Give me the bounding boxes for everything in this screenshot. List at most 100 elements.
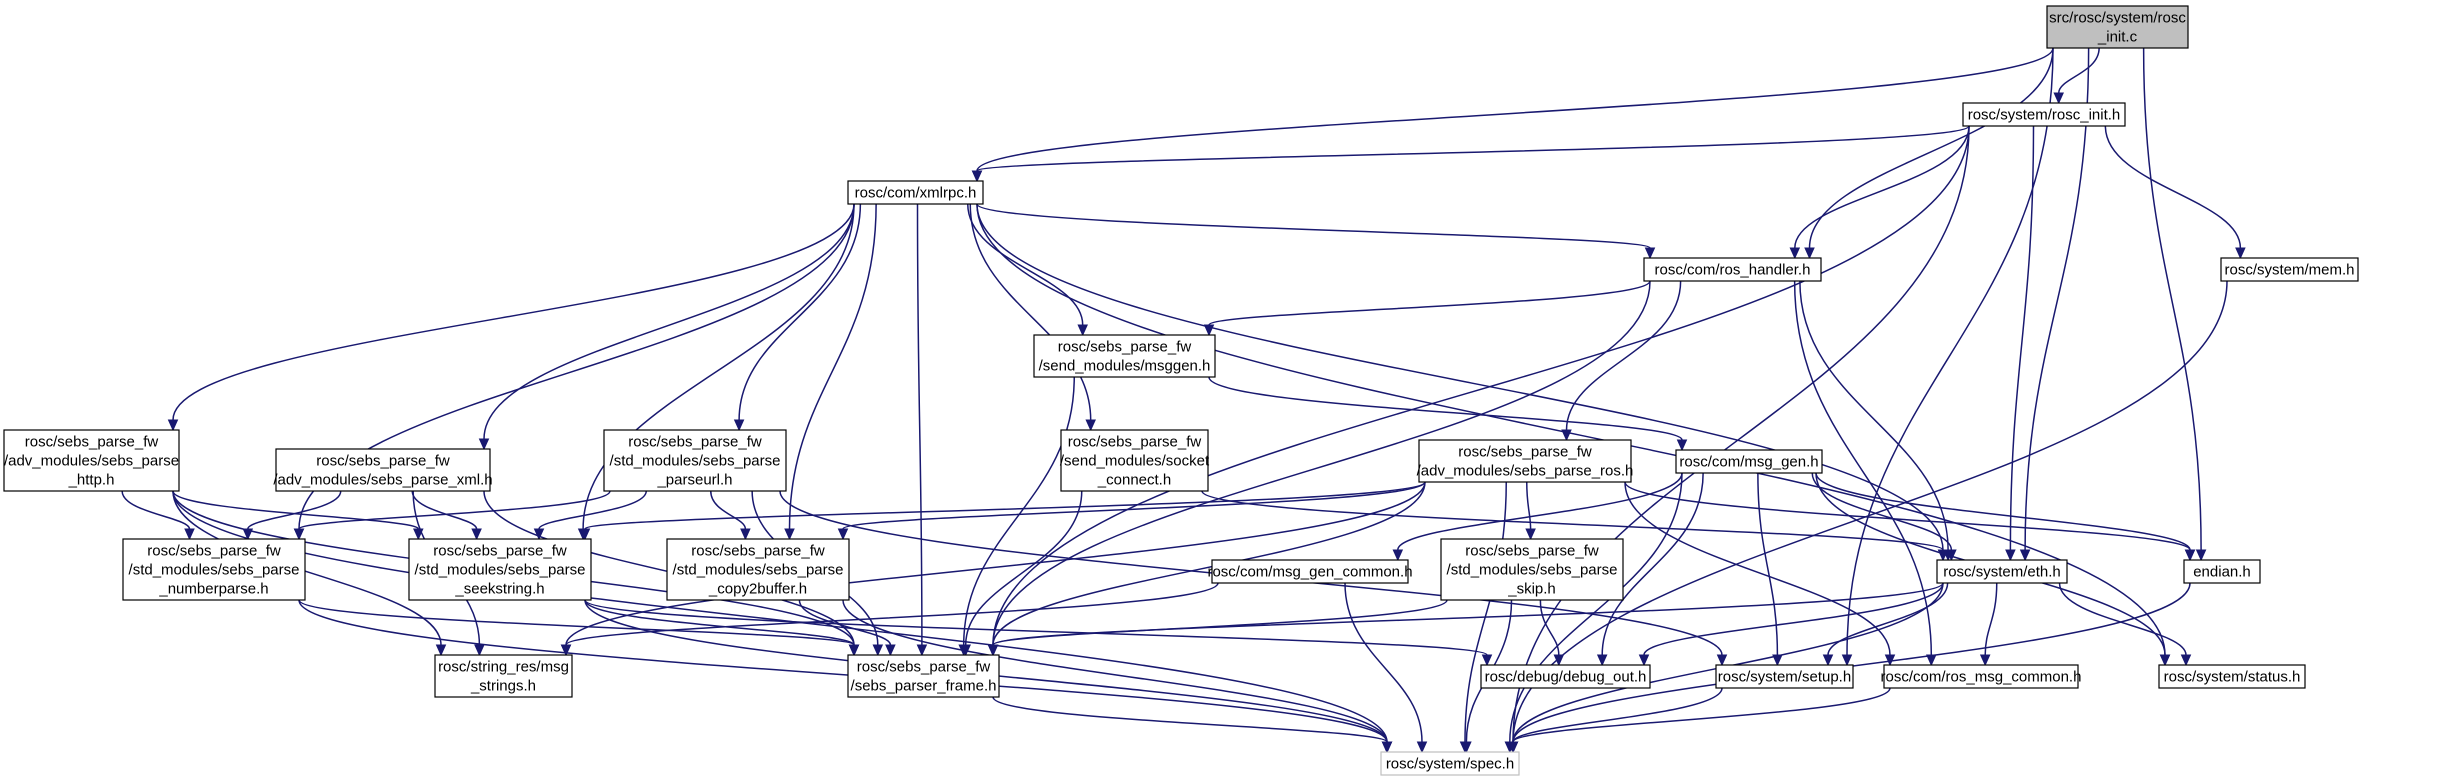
file-node-numberparse[interactable]: rosc/sebs_parse_fw/std_modules/sebs_pars… <box>122 538 306 601</box>
edge-line <box>1846 47 2054 656</box>
file-node-rosc-init[interactable]: rosc/system/rosc_init.h <box>1962 102 2126 127</box>
file-node-socket[interactable]: rosc/sebs_parse_fw/send_modules/socket_c… <box>1060 429 1210 492</box>
edge-arrowhead <box>2005 549 2016 562</box>
node-label: /std_modules/sebs_parse <box>415 562 586 579</box>
edge-line <box>976 203 1944 551</box>
edge-line <box>2057 47 2100 94</box>
file-node-copy2buffer[interactable]: rosc/sebs_parse_fw/std_modules/sebs_pars… <box>666 538 850 601</box>
node-box <box>1643 257 1822 282</box>
node-label: rosc/debug/debug_out.h <box>1485 669 1647 686</box>
node-label: rosc/sebs_parse_fw <box>857 659 991 676</box>
file-node-parse-ros[interactable]: rosc/sebs_parse_fw/adv_modules/sebs_pars… <box>1417 439 1634 483</box>
file-node-eth[interactable]: rosc/system/eth.h <box>1936 559 2068 584</box>
node-box <box>1418 439 1632 483</box>
edge-parseurl-to-numberparse <box>293 490 611 541</box>
file-node-endian[interactable]: endian.h <box>2183 559 2261 584</box>
node-label: _strings.h <box>470 678 536 695</box>
node-box <box>1936 559 2068 584</box>
edge-root-to-eth <box>2019 47 2090 562</box>
edge-http-to-numberparse <box>121 490 195 541</box>
node-box <box>122 538 306 601</box>
edge-arrowhead <box>2195 549 2207 562</box>
file-node-msggen[interactable]: rosc/sebs_parse_fw/send_modules/msggen.h <box>1033 334 1216 378</box>
node-label: rosc/system/spec.h <box>1386 756 1514 773</box>
file-node-xmlrpc[interactable]: rosc/com/xmlrpc.h <box>847 180 984 205</box>
file-node-msg-strings[interactable]: rosc/string_res/msg_strings.h <box>434 654 573 698</box>
file-node-status[interactable]: rosc/system/status.h <box>2158 664 2306 689</box>
edge-line <box>2024 47 2090 551</box>
file-node-setup[interactable]: rosc/system/setup.h <box>1715 664 1854 689</box>
edge-arrowhead <box>848 644 860 657</box>
edge-arrowhead <box>837 528 849 541</box>
node-label: rosc/sebs_parse_fw <box>147 543 281 560</box>
edge-line <box>1539 599 1560 656</box>
edge-line <box>1344 582 1423 743</box>
file-node-skip[interactable]: rosc/sebs_parse_fw/std_modules/sebs_pars… <box>1440 538 1624 601</box>
edge-arrowhead <box>1507 741 1519 754</box>
edge-msggen-to-msg-gen <box>1208 376 1688 452</box>
edge-msg-gen-to-setup <box>1757 472 1783 667</box>
edge-line <box>121 490 191 530</box>
file-node-msg-gen-common[interactable]: rosc/com/msg_gen_common.h <box>1207 559 1413 584</box>
node-label: /adv_modules/sebs_parse_ros.h <box>1417 463 1634 480</box>
edge-msg-gen-to-debug-out <box>1596 472 1704 667</box>
edge-line <box>1512 280 2228 743</box>
file-node-spec[interactable]: rosc/system/spec.h <box>1380 751 1520 776</box>
file-node-parser-frame[interactable]: rosc/sebs_parse_fw/sebs_parser_frame.h <box>847 654 1000 698</box>
edge-ros-handler-to-parse-ros <box>1561 280 1682 442</box>
edge-line <box>1643 582 1944 656</box>
edge-line <box>584 599 855 646</box>
edge-arrowhead <box>1884 654 1896 667</box>
node-label: /adv_modules/sebs_parse <box>4 453 179 470</box>
edge-line <box>969 203 1092 421</box>
file-node-mem[interactable]: rosc/system/mem.h <box>2220 257 2359 282</box>
node-label: rosc/system/eth.h <box>1943 564 2061 581</box>
edge-line <box>584 481 1426 530</box>
edge-arrowhead <box>1822 654 1834 667</box>
edge-arrowhead <box>1596 654 1608 667</box>
node-label: /std_modules/sebs_parse <box>129 562 300 579</box>
edge-line <box>298 599 1388 743</box>
edge-arrowhead <box>987 644 999 657</box>
file-node-msg-gen[interactable]: rosc/com/msg_gen.h <box>1675 449 1823 474</box>
node-label: /sebs_parser_frame.h <box>851 678 997 695</box>
edge-rosc-init-to-xmlrpc <box>971 125 1970 183</box>
node-label: src/rosc/system/rosc <box>2049 10 2186 27</box>
edge-arrowhead <box>184 528 195 541</box>
file-node-debug-out[interactable]: rosc/debug/debug_out.h <box>1480 664 1651 689</box>
node-label: _parseurl.h <box>656 472 732 489</box>
edge-seekstring-to-debug-out <box>584 599 1493 667</box>
edge-line <box>1208 376 1683 441</box>
edge-line <box>798 599 892 646</box>
edge-line <box>1793 280 1933 656</box>
edge-xmlrpc-to-http <box>167 203 855 432</box>
edge-eth-to-parser-frame <box>987 582 1944 657</box>
edge-arrowhead <box>1203 324 1215 337</box>
edge-arrowhead <box>885 644 896 657</box>
edge-line <box>842 599 1388 743</box>
node-label: rosc/com/msg_gen.h <box>1679 454 1818 471</box>
node-label: _copy2buffer.h <box>708 581 807 598</box>
file-node-ros-msg-common[interactable]: rosc/com/ros_msg_common.h <box>1881 664 2082 689</box>
node-label: rosc/sebs_parse_fw <box>25 434 159 451</box>
edge-line <box>1509 472 1683 743</box>
file-node-seekstring[interactable]: rosc/sebs_parse_fw/std_modules/sebs_pars… <box>408 538 592 601</box>
edge-line <box>1794 125 1970 249</box>
edge-rosc-init-to-spec <box>1507 125 1970 754</box>
edge-arrowhead <box>1804 247 1815 260</box>
node-label: rosc/sebs_parse_fw <box>316 453 450 470</box>
edge-arrowhead <box>1789 247 1801 260</box>
node-box <box>2220 257 2359 282</box>
edge-parse-ros-to-ros-msg-common <box>1624 481 1896 667</box>
file-node-ros-handler[interactable]: rosc/com/ros_handler.h <box>1643 257 1822 282</box>
edge-line <box>2104 125 2242 249</box>
edge-line <box>298 599 855 646</box>
edge-line <box>584 599 1488 656</box>
edge-rosc-init-to-eth <box>2005 125 2035 562</box>
node-label: /send_modules/socket <box>1060 453 1210 470</box>
file-node-http[interactable]: rosc/sebs_parse_fw/adv_modules/sebs_pars… <box>3 429 180 492</box>
file-node-parseurl[interactable]: rosc/sebs_parse_fw/std_modules/sebs_pars… <box>603 429 787 492</box>
edge-root-to-rosc-init <box>2053 47 2100 105</box>
file-node-xml[interactable]: rosc/sebs_parse_fw/adv_modules/sebs_pars… <box>273 448 493 492</box>
node-label: /std_modules/sebs_parse <box>1447 562 1618 579</box>
